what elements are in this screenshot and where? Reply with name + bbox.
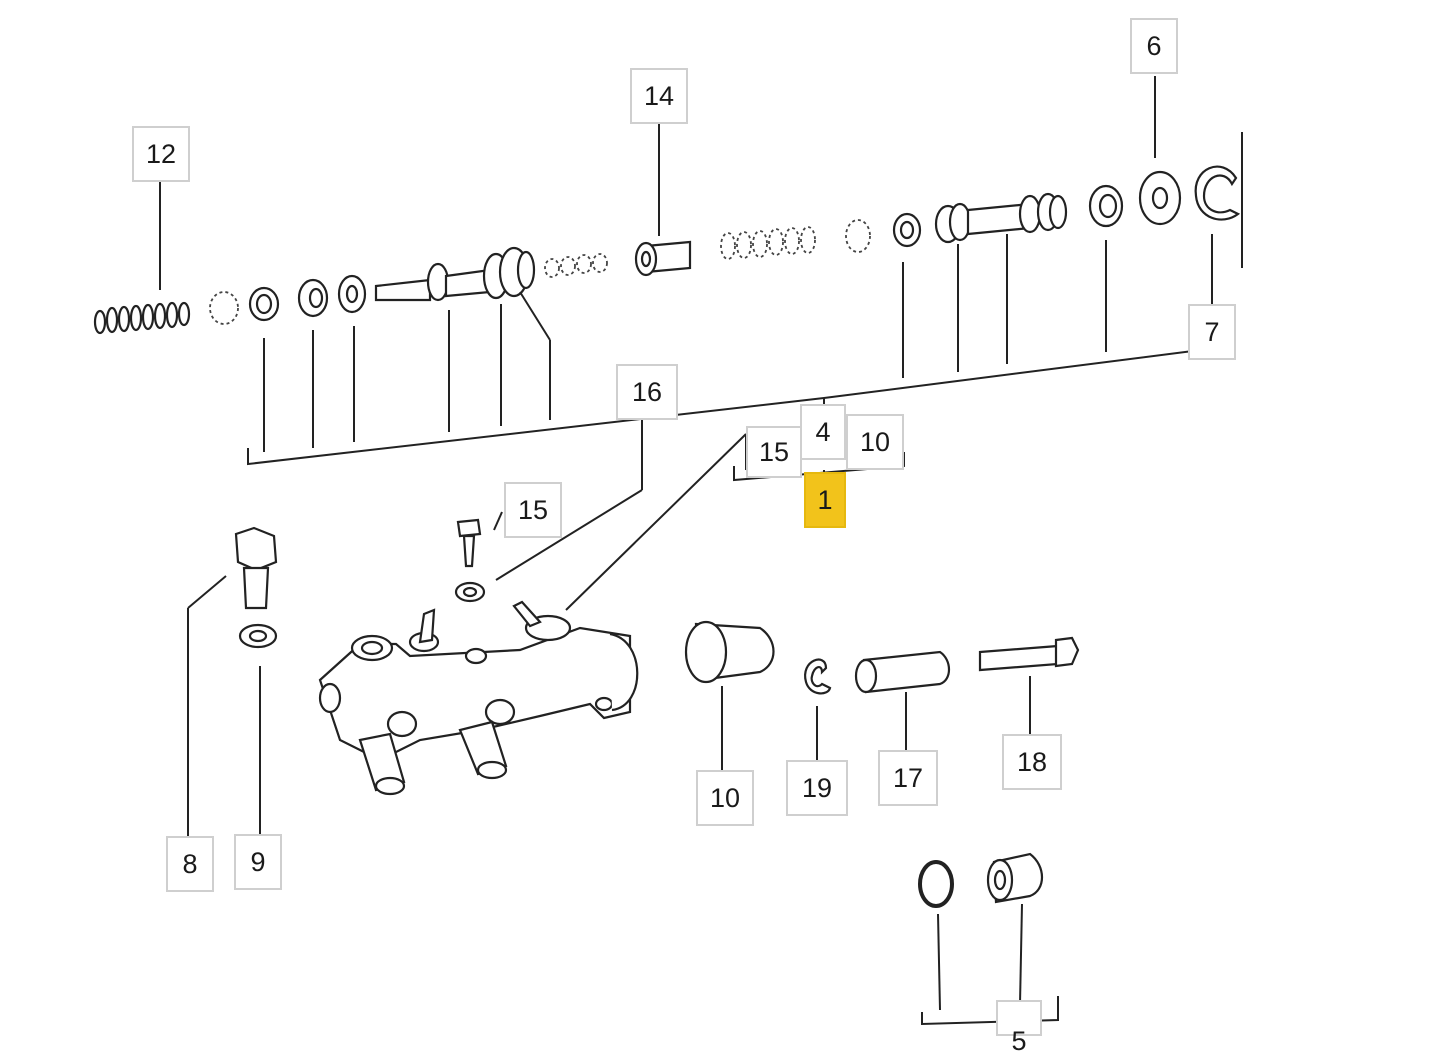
washer-16 — [454, 581, 486, 603]
circlip-7 — [1194, 165, 1241, 221]
sleeve-17 — [854, 650, 951, 694]
boot-10 — [684, 620, 775, 684]
callout-1[interactable]: 1 — [804, 472, 846, 528]
leader-lines-lower — [187, 420, 1059, 1026]
piston-primary — [374, 246, 536, 302]
seal-a — [248, 286, 280, 322]
callout-16[interactable]: 16 — [616, 364, 678, 420]
callout-15-bolt[interactable]: 15 — [504, 482, 562, 538]
spring-12 — [93, 301, 191, 335]
callout-8[interactable]: 8 — [166, 836, 214, 892]
washer-c — [337, 274, 367, 314]
dashed-spring-b — [544, 253, 608, 278]
pushrod-18 — [978, 636, 1080, 672]
piston-secondary — [934, 192, 1068, 244]
callout-10-group[interactable]: 10 — [846, 414, 904, 470]
callout-17[interactable]: 17 — [878, 750, 938, 806]
grommet-5 — [986, 852, 1044, 904]
bracket-4 — [247, 332, 1233, 466]
dashed-spring-c — [720, 219, 871, 260]
callout-19[interactable]: 19 — [786, 760, 848, 816]
callout-12[interactable]: 12 — [132, 126, 190, 182]
seal-e — [1088, 184, 1124, 228]
o-ring-5 — [918, 860, 954, 908]
callout-7[interactable]: 7 — [1188, 304, 1236, 360]
callout-5[interactable]: 5 — [996, 1000, 1042, 1056]
dashed-washer-a — [209, 291, 239, 325]
bolt-15 — [456, 518, 482, 568]
callout-14[interactable]: 14 — [630, 68, 688, 124]
master-cylinder-body — [318, 600, 639, 796]
clip-19 — [804, 658, 832, 695]
seal-d — [892, 212, 922, 248]
leader-lines-upper — [159, 76, 1213, 452]
washer-6 — [1138, 170, 1182, 226]
callout-15-group[interactable]: 15 — [746, 426, 802, 478]
callout-4[interactable]: 4 — [800, 404, 846, 460]
callout-9[interactable]: 9 — [234, 834, 282, 890]
washer-9 — [238, 623, 278, 649]
callout-18[interactable]: 18 — [1002, 734, 1062, 790]
callout-6[interactable]: 6 — [1130, 18, 1178, 74]
callout-10-boot[interactable]: 10 — [696, 770, 754, 826]
seal-b — [297, 278, 329, 318]
sleeve-14 — [634, 240, 692, 277]
fitting-8 — [234, 526, 278, 610]
